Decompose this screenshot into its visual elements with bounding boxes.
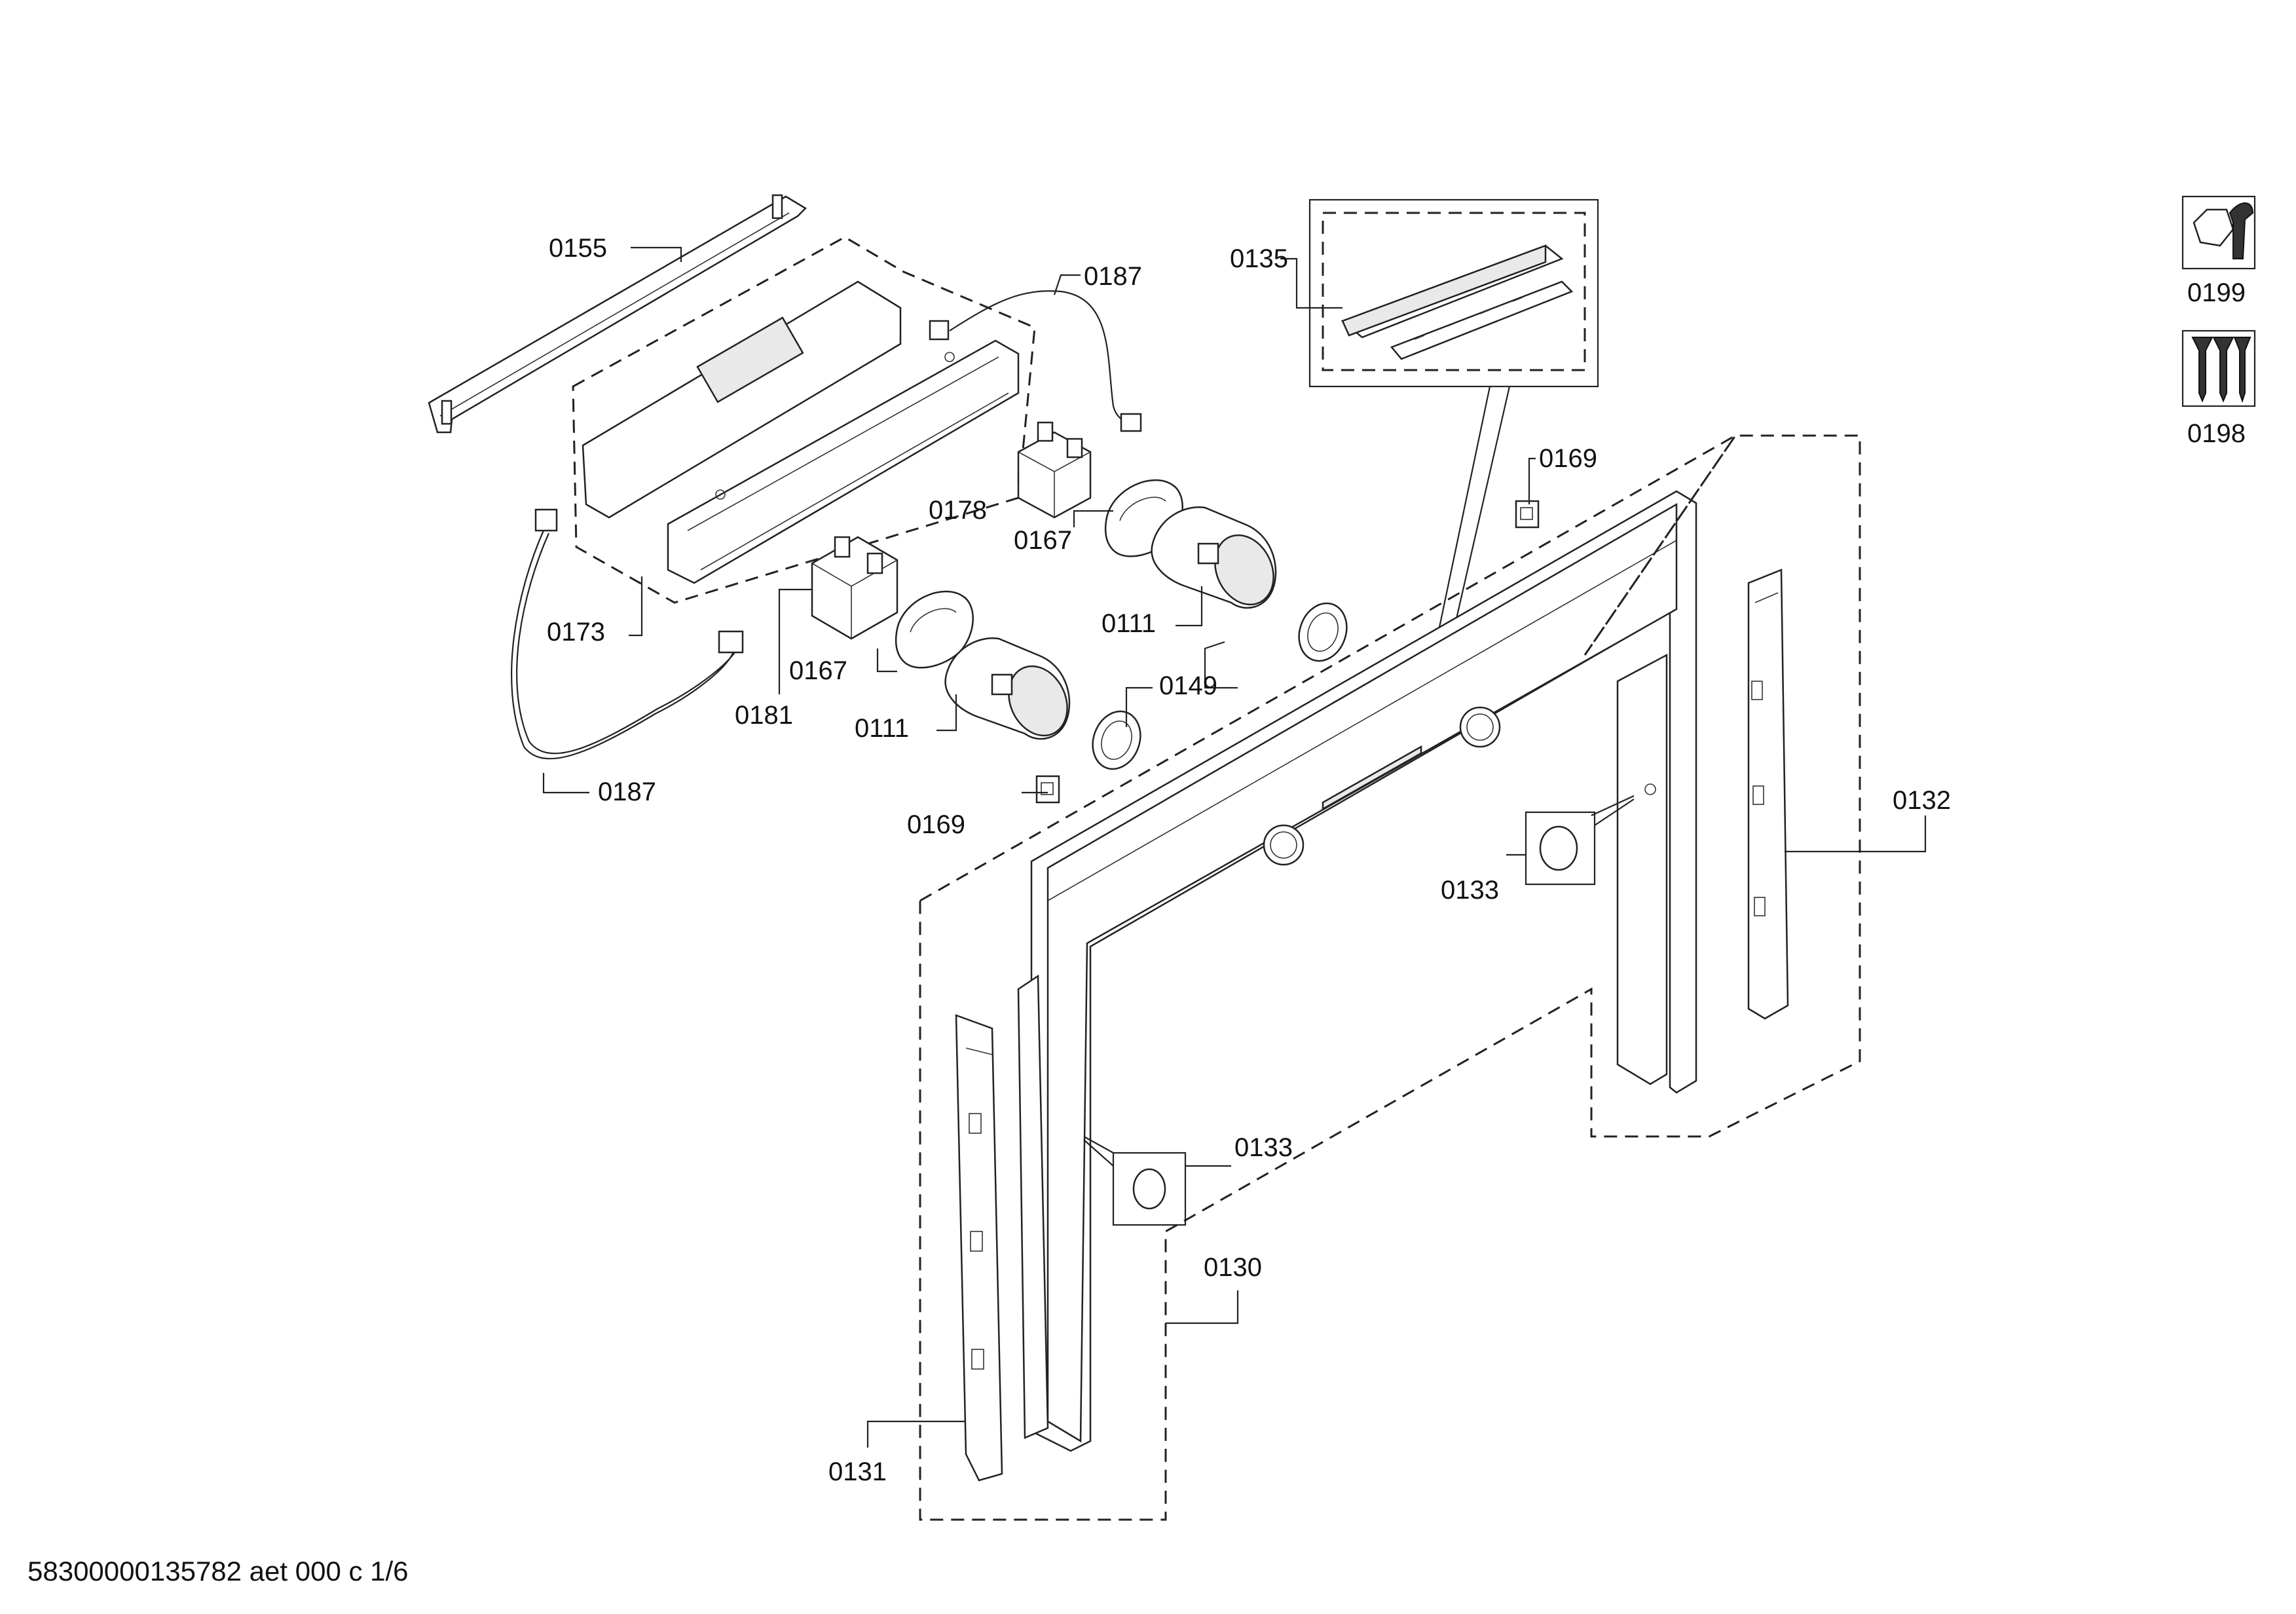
part-0130-front-frame xyxy=(919,434,1861,1521)
callout-0169-b: 0169 xyxy=(907,810,965,839)
callout-0155: 0155 xyxy=(549,234,607,263)
callout-0198: 0198 xyxy=(2187,419,2246,448)
legend-0199: 0199 xyxy=(2181,195,2256,307)
part-0169-clip-a xyxy=(1515,500,1540,529)
callout-labels: 0155 0187 0135 0169 0178 0167 0173 0111 … xyxy=(547,234,1951,1486)
part-0169-clip-b xyxy=(1035,775,1060,804)
part-0133-plug-a xyxy=(1525,795,1635,886)
part-0155-rail xyxy=(428,194,807,434)
part-0149-ring-b xyxy=(1092,710,1141,770)
part-0181-bracket xyxy=(811,536,898,640)
part-0149-ring-a xyxy=(1298,602,1348,662)
callout-0131: 0131 xyxy=(828,1457,887,1486)
callout-0169-a: 0169 xyxy=(1539,444,1597,473)
callout-0111-b: 0111 xyxy=(855,714,909,743)
callout-0133-b: 0133 xyxy=(1234,1133,1293,1162)
part-0133-plug-b xyxy=(1083,1136,1187,1226)
part-0135-detail-box xyxy=(1308,198,1599,731)
leader-lines xyxy=(542,246,1927,1448)
part-0173-pcb-assembly xyxy=(572,236,1036,604)
part-0111-knob-a xyxy=(1151,506,1277,609)
callout-0167-b: 0167 xyxy=(789,656,847,685)
callout-0187-top: 0187 xyxy=(1084,262,1142,291)
callout-0135: 0135 xyxy=(1230,244,1288,273)
nut-and-wrench-icon xyxy=(2181,195,2256,270)
legend-0198: 0198 xyxy=(2181,329,2256,448)
screws-icon xyxy=(2181,329,2256,407)
callout-0132: 0132 xyxy=(1893,786,1951,815)
callout-0167-a: 0167 xyxy=(1014,526,1072,555)
part-0187-wire-top xyxy=(929,290,1142,432)
callout-0181: 0181 xyxy=(735,701,793,730)
callout-0199: 0199 xyxy=(2187,278,2246,307)
callout-0173: 0173 xyxy=(547,618,605,647)
part-0167-collar-b xyxy=(895,590,974,669)
document-id: 58300000135782 aet 000 c 1/6 xyxy=(28,1556,409,1586)
callout-0111-a: 0111 xyxy=(1102,609,1156,638)
part-0132-right-strip xyxy=(1583,435,1789,1020)
callout-0178: 0178 xyxy=(929,496,987,525)
callout-0130: 0130 xyxy=(1204,1253,1262,1282)
part-0111-knob-b xyxy=(944,637,1071,740)
callout-0187-bottom: 0187 xyxy=(598,778,656,806)
callout-0133-a: 0133 xyxy=(1441,876,1499,905)
part-0187-wire-bottom xyxy=(511,508,744,760)
part-0178-bracket xyxy=(1017,421,1092,519)
part-0131-left-strip xyxy=(955,974,1049,1482)
callout-0149: 0149 xyxy=(1159,671,1217,700)
